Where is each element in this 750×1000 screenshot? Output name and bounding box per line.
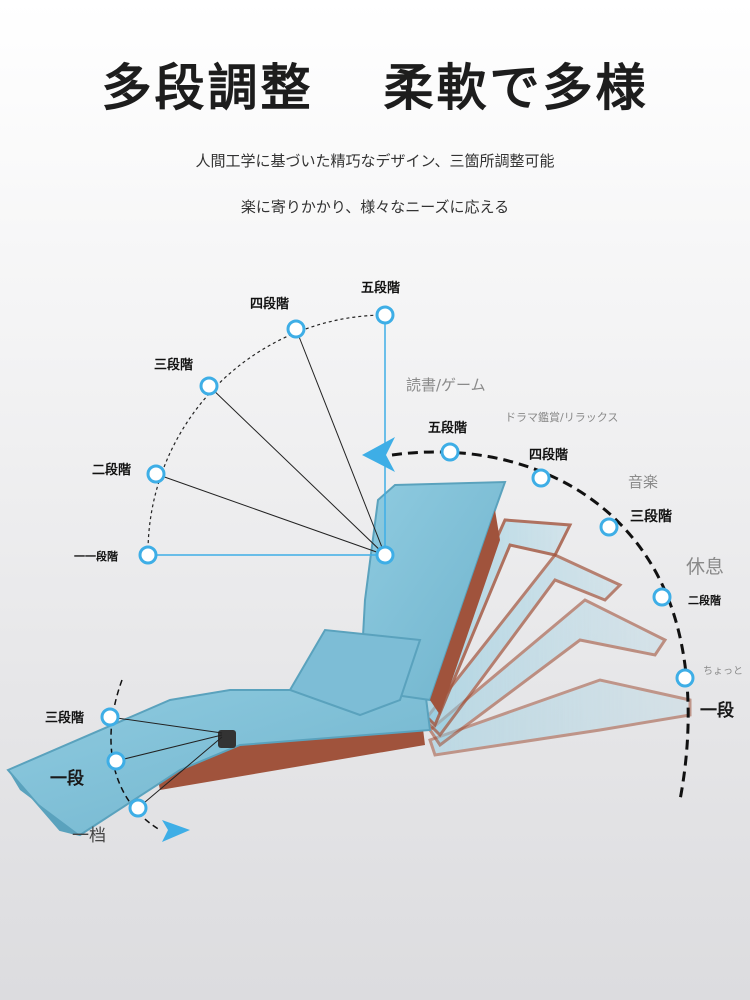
rotation-label-3: 三段階 [630,509,672,525]
rotation-label-4: 四段階 [529,448,569,463]
foot-node-0 [128,798,148,818]
arc-arrow-icon [362,437,395,472]
use-briefly: ちょっと [703,666,743,677]
rotation-label-1: 一段 [700,701,734,721]
use-drama-relax: ドラマ鑑賞/リラックス [505,411,619,424]
backrest-node-1 [138,545,158,565]
use-reading-game: 読書/ゲーム [406,376,486,394]
rotation-label-2: 二段階 [688,594,721,607]
foot-label-3: 三段階 [45,711,85,726]
rotation-node-4 [531,468,551,488]
subtitle-line-2: 楽に寄りかかり、様々なニーズに応える [240,198,510,216]
headline: 多段調整 柔軟で多様 [0,48,750,120]
backrest-node-5 [375,305,395,325]
backrest-pivot [375,545,395,565]
backrest-node-4 [286,319,306,339]
foot-label-1: 一段 [50,769,84,789]
backrest-node-2 [146,464,166,484]
backrest-node-3 [199,376,219,396]
rotation-arc [362,437,695,801]
use-rest: 休息 [686,556,725,578]
rotation-node-1 [675,668,695,688]
subtitle-line-1: 人間工学に基づいた精巧なデザイン、三箇所調整可能 [195,152,555,170]
foot-arc [100,679,223,842]
rotation-node-2 [652,587,672,607]
foot-label-0: 一档 [72,826,106,846]
headline-left: 多段調整 [101,59,314,117]
foot-node-3 [100,707,120,727]
backrest-label-4: 四段階 [250,297,290,312]
rotation-node-5 [440,442,460,462]
backrest-label-3: 三段階 [154,358,194,373]
sofa [6,480,507,837]
rotation-label-5: 五段階 [428,421,468,436]
backrest-label-1: 一一段階 [74,550,118,563]
foot-arrow-icon [162,820,190,842]
backrest-arc [138,305,395,565]
use-music: 音楽 [628,473,659,491]
backrest-label-2: 二段階 [92,463,132,478]
foot-node-1 [106,751,126,771]
backrest-label-5: 五段階 [361,281,401,296]
rotation-node-3 [599,517,619,537]
headline-right: 柔軟で多様 [383,59,649,117]
